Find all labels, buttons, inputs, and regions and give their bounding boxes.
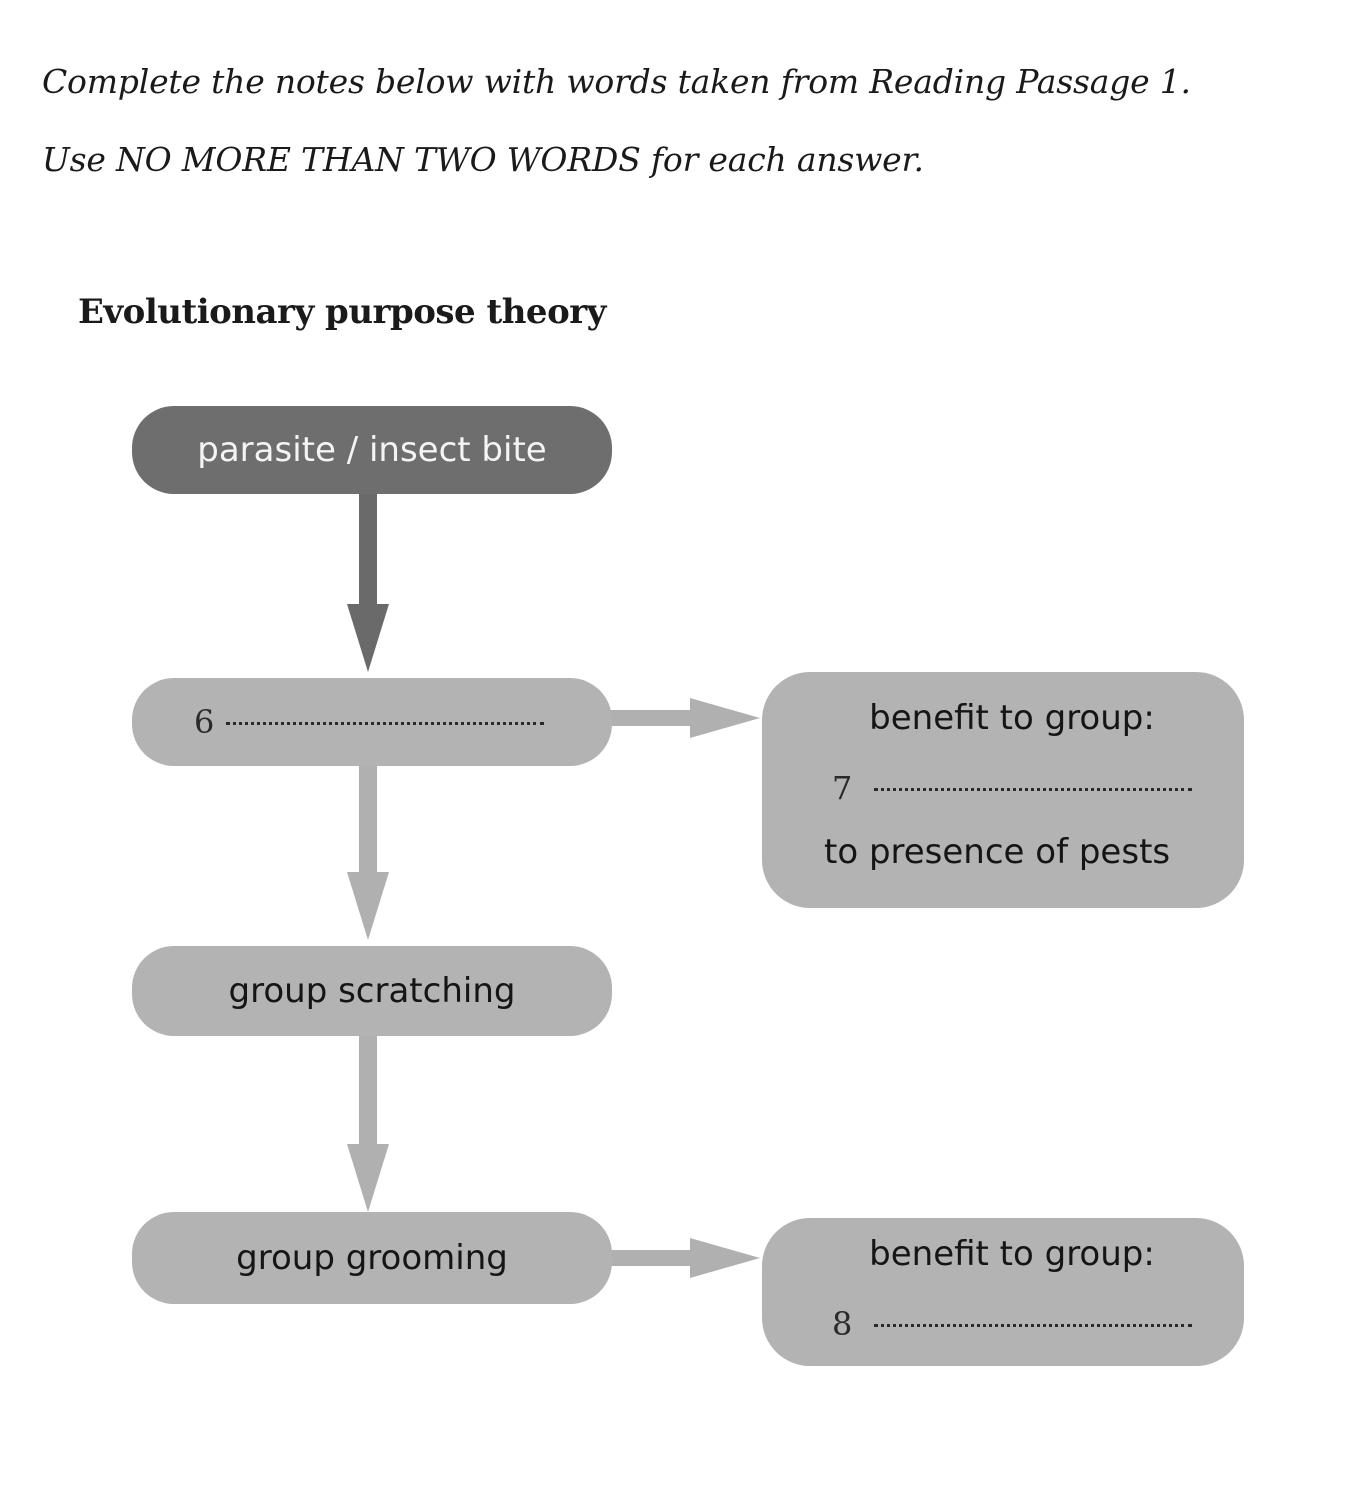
arrow-gap6-to-benefit7	[608, 698, 760, 738]
gap-6-number: 6	[194, 703, 215, 741]
group-scratching-box: group scratching	[132, 946, 612, 1036]
answer-blank-7[interactable]	[874, 788, 1193, 791]
arrow-scratching-to-grooming	[347, 1036, 389, 1212]
group-grooming-box: group grooming	[132, 1212, 612, 1304]
gap-7-row: 7	[832, 768, 1193, 808]
diagram-heading: Evolutionary purpose theory	[78, 292, 606, 332]
group-grooming-label: group grooming	[236, 1238, 508, 1278]
instruction-line-2: Use NO MORE THAN TWO WORDS for each answ…	[42, 140, 924, 179]
answer-blank-8[interactable]	[874, 1324, 1193, 1327]
group-scratching-label: group scratching	[228, 971, 516, 1011]
gap-6-box: 6	[132, 678, 612, 766]
benefit-7-tail: to presence of pests	[824, 832, 1171, 872]
start-box-parasite-bite: parasite / insect bite	[132, 406, 612, 494]
arrow-grooming-to-benefit8	[608, 1238, 760, 1278]
benefit-8-title: benefit to group:	[869, 1234, 1155, 1274]
instruction-line-1: Complete the notes below with words take…	[42, 62, 1191, 101]
benefit-8-box: benefit to group: 8	[762, 1218, 1244, 1366]
gap-6-row: 6	[194, 702, 545, 742]
arrow-gap6-to-scratching	[347, 766, 389, 940]
start-box-label: parasite / insect bite	[197, 430, 547, 470]
arrow-start-to-gap6	[347, 494, 389, 672]
benefit-7-box: benefit to group: 7 to presence of pests	[762, 672, 1244, 908]
answer-blank-6[interactable]	[226, 722, 545, 725]
gap-7-number: 7	[832, 769, 853, 807]
gap-8-number: 8	[832, 1305, 853, 1343]
benefit-7-title: benefit to group:	[869, 698, 1155, 738]
gap-8-row: 8	[832, 1304, 1193, 1344]
